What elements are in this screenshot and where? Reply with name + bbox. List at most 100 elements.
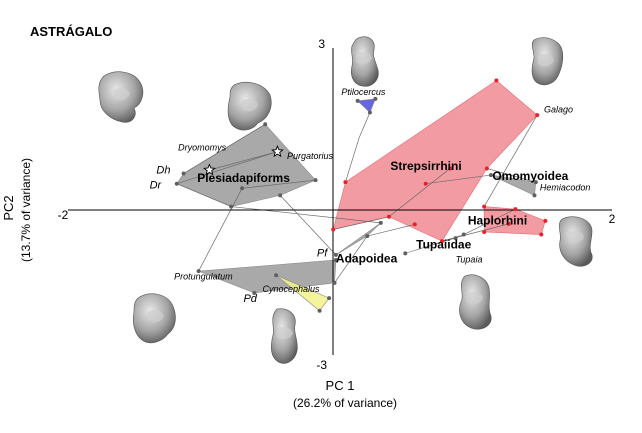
y-axis-sublabel: (13.7% of variance) [19, 158, 33, 262]
data-point-strepsirrhini [494, 78, 499, 83]
data-point-plesiadapiforms [174, 181, 179, 186]
data-point-haplorhini [543, 218, 548, 223]
group-label-plesiadapiforms: Plesiadapiforms [197, 171, 290, 185]
data-point-tupaiidae [453, 236, 458, 241]
link-line [425, 174, 492, 185]
data-point-strepsirrhini [423, 181, 428, 186]
taxon-label-cynocephalus: Cynocephalus [262, 284, 320, 294]
astragalus-img-7 [132, 293, 176, 344]
link-line [231, 206, 381, 224]
data-point-ptilocercus [373, 96, 378, 101]
point-layer [174, 78, 548, 313]
image-layer [98, 36, 593, 364]
link-line [486, 168, 536, 183]
data-point-cynocephalus [327, 296, 332, 301]
data-point-plesiadapiforms [313, 178, 318, 183]
taxon-label-pd: Pd [243, 293, 257, 305]
data-point-plesiadapiforms [229, 204, 234, 209]
data-point-adapoidea [333, 252, 338, 257]
data-point-tupaiidae [403, 251, 408, 256]
link-line [183, 123, 266, 174]
link-line [367, 224, 415, 237]
taxon-label-dryomomys: Dryomomys [178, 143, 227, 153]
axes [68, 48, 612, 355]
link-line [176, 151, 278, 185]
taxon-label-galago: Galago [544, 105, 573, 115]
link-line [388, 168, 451, 218]
label-layer: Plesiadapiforms StrepsirrhiniOmomyoideaHa… [150, 87, 591, 305]
data-point-haplorhini [506, 221, 511, 226]
link-line [209, 151, 278, 171]
data-point-haplorhini [513, 207, 518, 212]
y-tick-min: -3 [316, 358, 327, 372]
data-point-plesiadapiforms [181, 171, 186, 176]
data-point-cynocephalus [274, 273, 279, 278]
data-point-plesiadapiforms [278, 193, 283, 198]
data-point-omomyoidea [488, 173, 493, 178]
taxon-label-ptilocercus: Ptilocercus [341, 87, 386, 97]
astragalus-img-4 [531, 37, 564, 86]
data-point-strepsirrhini [448, 166, 453, 171]
astragalus-img-3 [351, 36, 379, 87]
link-layer [176, 112, 538, 284]
group-label-omomyoidea: Omomyoidea [492, 169, 568, 183]
data-point-protungulatum-pd [252, 291, 257, 295]
hull-adapoidea [335, 222, 382, 256]
data-point-strepsirrhini [440, 239, 444, 244]
group-label-tupaiidae: Tupaiidae [416, 237, 471, 251]
taxon-label-dr: Dr [150, 179, 163, 191]
data-point-omomyoidea [533, 180, 538, 185]
data-point-cynocephalus [317, 308, 322, 313]
data-point-strepsirrhini [331, 227, 336, 232]
link-line [483, 114, 538, 207]
data-point-tupaiidae [461, 232, 466, 237]
data-point-haplorhini [539, 232, 544, 237]
link-line [334, 235, 368, 284]
y-axis-label: PC2 [1, 195, 16, 220]
astragalus-img-6 [459, 274, 492, 330]
x-axis-label: PC 1 [326, 378, 355, 393]
data-point-protungulatum-pd [332, 280, 337, 285]
data-point-strepsirrhini [535, 113, 540, 118]
astragalus-img-2 [227, 82, 272, 131]
hull-omomyoidea [490, 174, 537, 196]
link-line [176, 183, 232, 207]
star-marker [271, 145, 284, 158]
taxon-label-tupaia: Tupaia [456, 255, 483, 265]
x-tick-max: 2 [609, 212, 616, 226]
link-line [345, 137, 360, 183]
x-tick-min: -2 [58, 208, 69, 222]
astragalus-img-5 [558, 216, 593, 267]
hull-cynocephalus [275, 274, 330, 312]
data-point-strepsirrhini [386, 214, 391, 219]
taxon-label-hemiacodon: Hemiacodon [540, 182, 591, 192]
x-axis-sublabel: (26.2% of variance) [293, 396, 397, 410]
taxon-label-protungulatum: Protungulatum [174, 271, 233, 281]
data-point-haplorhini [482, 230, 487, 234]
data-point-strepsirrhini [484, 166, 489, 171]
hull-ptilocercus [357, 98, 376, 114]
data-point-ptilocercus [367, 110, 372, 115]
link-line [242, 179, 316, 189]
taxon-label-dh: Dh [156, 165, 170, 177]
link-line [358, 112, 371, 139]
y-tick-max: 3 [318, 37, 325, 51]
data-point-omomyoidea [532, 193, 537, 198]
data-point-strepsirrhini [343, 180, 348, 185]
astragalus-img-8 [270, 308, 298, 364]
chart-title: ASTRÁGALO [30, 24, 112, 39]
data-point-plesiadapiforms [263, 122, 268, 127]
data-point-adapoidea [365, 234, 370, 239]
star-marker [203, 163, 216, 176]
data-point-ptilocercus [355, 98, 360, 103]
group-label-strepsirrhini: Strepsirrhini [390, 159, 461, 173]
link-line [198, 188, 243, 272]
hull-haplorhini [483, 206, 546, 235]
taxon-label-pf: Pf [317, 247, 328, 259]
link-line [333, 216, 390, 230]
group-label-haplorhini: Haplorhini [468, 213, 527, 227]
data-point-haplorhini [482, 204, 487, 209]
data-point-adapoidea [378, 220, 383, 225]
data-point-plesiadapiforms [240, 186, 245, 191]
